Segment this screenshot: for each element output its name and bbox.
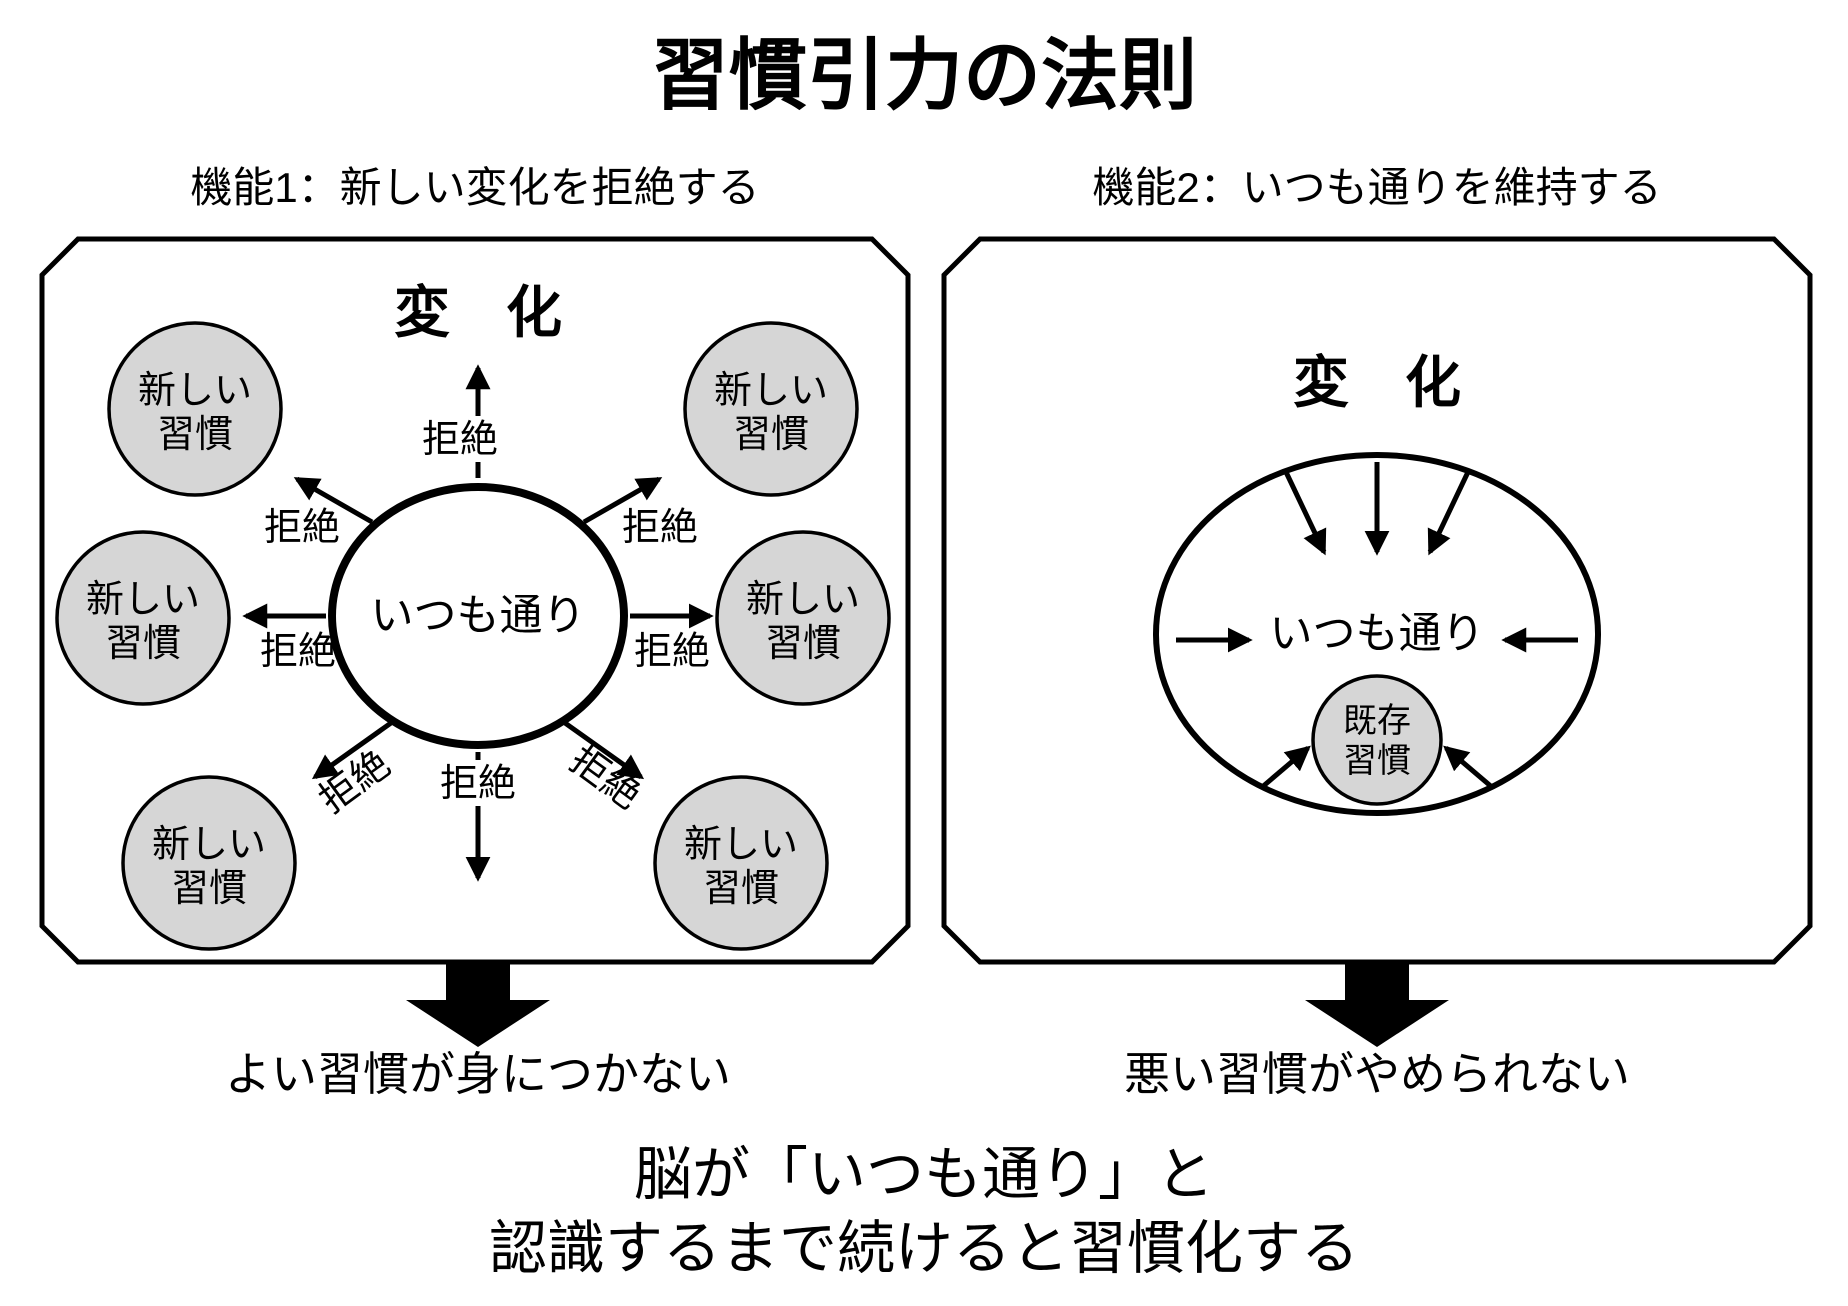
function2-panel: 変 化 いつも通り 既存 習慣	[941, 236, 1813, 965]
usual-ellipse-right	[1153, 452, 1601, 816]
reject-label-up-left: 拒絶	[264, 507, 340, 549]
inward-arrow-top-right-icon	[1427, 470, 1471, 556]
result-right: 悪い習慣がやめられない	[1124, 1048, 1630, 1100]
new-habit-circle-4: 新しい 習慣	[715, 530, 891, 706]
inward-arrow-bottom-right-icon	[1443, 745, 1495, 790]
reject-label-down: 拒絶	[440, 763, 516, 805]
inward-arrow-bottom-left-icon	[1259, 745, 1311, 790]
existing-habit-line2: 習慣	[1343, 742, 1411, 780]
new-habit-line2: 習慣	[703, 868, 779, 910]
new-habit-line1: 新しい	[138, 370, 252, 412]
new-habit-line1: 新しい	[746, 579, 860, 621]
reject-arrow-down-left-icon	[311, 715, 400, 780]
down-block-arrow-left-icon	[406, 963, 550, 1047]
new-habit-line2: 習慣	[105, 623, 181, 665]
usual-label-right: いつも通り	[1270, 610, 1485, 658]
down-block-arrow-right-icon	[1305, 963, 1449, 1047]
new-habit-line1: 新しい	[86, 579, 200, 621]
reject-arrow-down-right-icon	[556, 715, 645, 780]
new-habit-circle-1: 新しい 習慣	[107, 321, 283, 497]
new-habit-line1: 新しい	[714, 370, 828, 412]
new-habit-line2: 習慣	[765, 623, 841, 665]
reject-label-down-mask	[430, 760, 526, 806]
new-habit-circle-2: 新しい 習慣	[683, 321, 859, 497]
reject-label-left: 拒絶	[260, 631, 336, 673]
new-habit-circle-6: 新しい 習慣	[653, 775, 829, 951]
existing-habit-line1: 既存	[1343, 702, 1411, 740]
change-label-right: 変 化	[1293, 351, 1461, 414]
reject-label-top-mask	[414, 416, 506, 462]
result-left: よい習慣が身につかない	[225, 1048, 731, 1100]
new-habit-circle-3: 新しい 習慣	[55, 530, 231, 706]
reject-label-up-right: 拒絶	[622, 507, 698, 549]
reject-arrow-up-left-icon	[293, 476, 374, 525]
new-habit-circle-5: 新しい 習慣	[121, 775, 297, 951]
diagram-title: 習慣引力の法則	[651, 31, 1197, 119]
new-habit-line1: 新しい	[684, 824, 798, 866]
new-habit-line2: 習慣	[157, 414, 233, 456]
inward-arrow-top-left-icon	[1283, 470, 1327, 556]
existing-habit-circle: 既存 習慣	[1311, 674, 1443, 806]
change-label-left: 変 化	[394, 281, 562, 344]
usual-ellipse-left	[328, 483, 628, 749]
new-habit-line2: 習慣	[733, 414, 809, 456]
function1-panel: 変 化 拒絶 拒絶 拒絶 拒絶 拒絶 拒絶 拒絶 拒絶 いつも通り 新しい 習慣	[39, 236, 911, 965]
usual-label-left: いつも通り	[371, 592, 586, 640]
footer-line-2: 認識するまで続けると習慣化する	[489, 1216, 1359, 1281]
footer-line-1: 脳が「いつも通り」と	[634, 1142, 1214, 1207]
new-habit-line1: 新しい	[152, 824, 266, 866]
reject-label-right: 拒絶	[634, 631, 710, 673]
new-habit-line2: 習慣	[171, 868, 247, 910]
reject-arrow-up-right-icon	[582, 476, 663, 525]
reject-label-top: 拒絶	[422, 419, 498, 461]
function2-heading: 機能2：いつも通りを維持する	[1092, 164, 1661, 211]
function1-heading: 機能1：新しい変化を拒絶する	[190, 164, 759, 211]
